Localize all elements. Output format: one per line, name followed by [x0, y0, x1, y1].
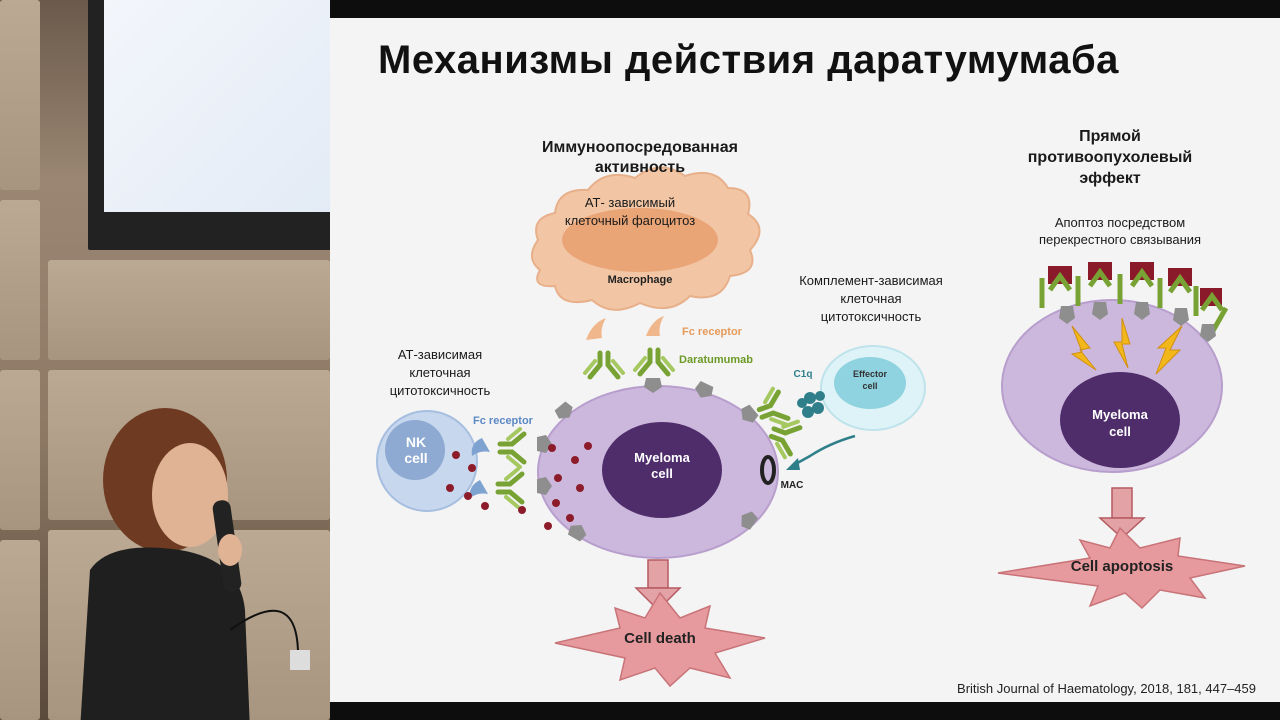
macrophage-label: Macrophage: [607, 274, 673, 286]
macrophage-cell: [531, 166, 761, 311]
citation: British Journal of Haematology, 2018, 18…: [957, 681, 1256, 696]
projection-screen-image: [104, 0, 330, 212]
cell-apoptosis-starburst: [997, 526, 1246, 610]
down-arrow-right: [1098, 487, 1146, 540]
mac-label: MAC: [780, 480, 804, 491]
lightning-icons: [1070, 317, 1183, 375]
fc-receptor-nk-label: Fc receptor: [473, 415, 533, 427]
speaker-figure: [80, 408, 310, 720]
fc-receptor-shape: [586, 318, 606, 340]
wall-panel: [0, 0, 40, 190]
effector-cell: [820, 345, 926, 431]
cdc-arrowhead: [786, 458, 800, 470]
mac-pore-shape: [760, 455, 776, 485]
crosslinked-antibodies: [1039, 262, 1229, 342]
myeloma-cell-right: [1001, 299, 1223, 473]
presentation-slide: Механизмы действия даратумумаба: [330, 18, 1280, 702]
slide-title: Механизмы действия даратумумаба: [378, 38, 1119, 82]
wall-panel: [0, 540, 40, 720]
room-background: [0, 0, 330, 720]
c1q-label: C1q: [793, 369, 813, 380]
fc-receptor-shape: [646, 316, 664, 336]
daratumumab-label: Daratumumab: [679, 354, 753, 366]
wall-panel: [0, 200, 40, 360]
c1q-complex: [797, 391, 825, 418]
cell-death-starburst: [554, 591, 766, 688]
myeloma-cell-left: [537, 385, 779, 559]
antibody-shape: [500, 429, 524, 467]
wall-panel: [48, 260, 330, 360]
wall-panel: [0, 370, 40, 530]
cdc-arrow: [791, 434, 856, 468]
fc-receptor-shape: [471, 438, 490, 456]
cell-apoptosis-label: Cell apoptosis: [1070, 558, 1174, 575]
antibody-shape: [585, 353, 623, 377]
fc-receptor-shape: [469, 480, 488, 498]
cell-death-label: Cell death: [624, 630, 696, 647]
fc-receptor-top-label: Fc receptor: [682, 326, 742, 338]
antibody-shape: [498, 469, 522, 507]
granules: [446, 442, 592, 530]
mechanism-diagram: [376, 166, 1246, 688]
